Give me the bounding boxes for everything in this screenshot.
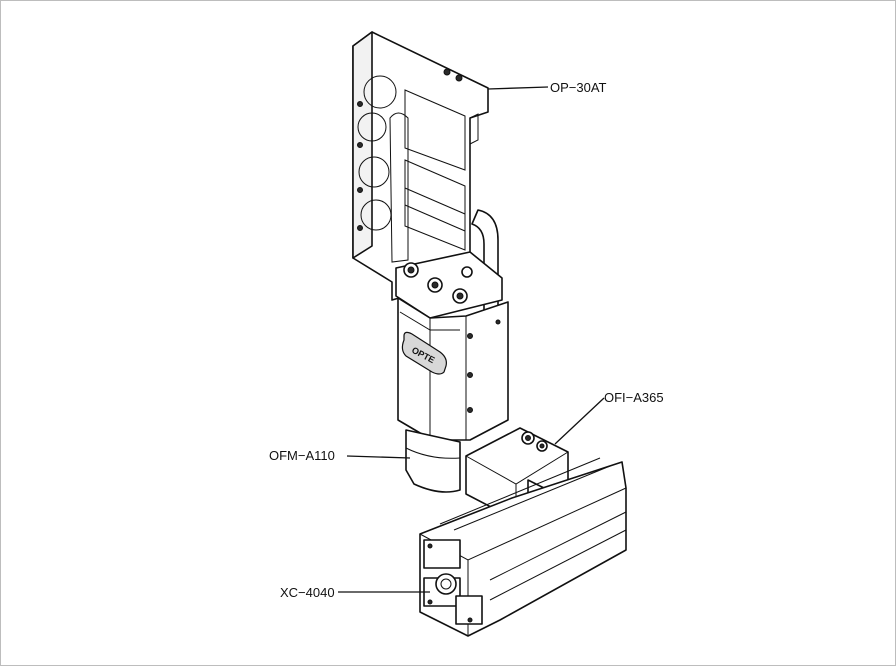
ofi-a365-label: OFI−A365 [604,390,664,405]
op-30at-bracket [352,31,489,301]
ofm-a110-label: OFM−A110 [269,448,335,463]
xc-4040-extrusion [419,457,627,637]
op-30at-label: OP−30AT [550,80,607,95]
connector-block [395,251,503,319]
ofm-a110-gripper: OPTE [397,297,509,493]
op-30at-callout: OP−30AT [487,80,607,95]
ofi-a365-callout: OFI−A365 [554,390,664,445]
ofm-a110-callout: OFM−A110 [269,448,411,463]
xc-4040-callout: XC−4040 [280,585,430,600]
xc-4040-label: XC−4040 [280,585,335,600]
